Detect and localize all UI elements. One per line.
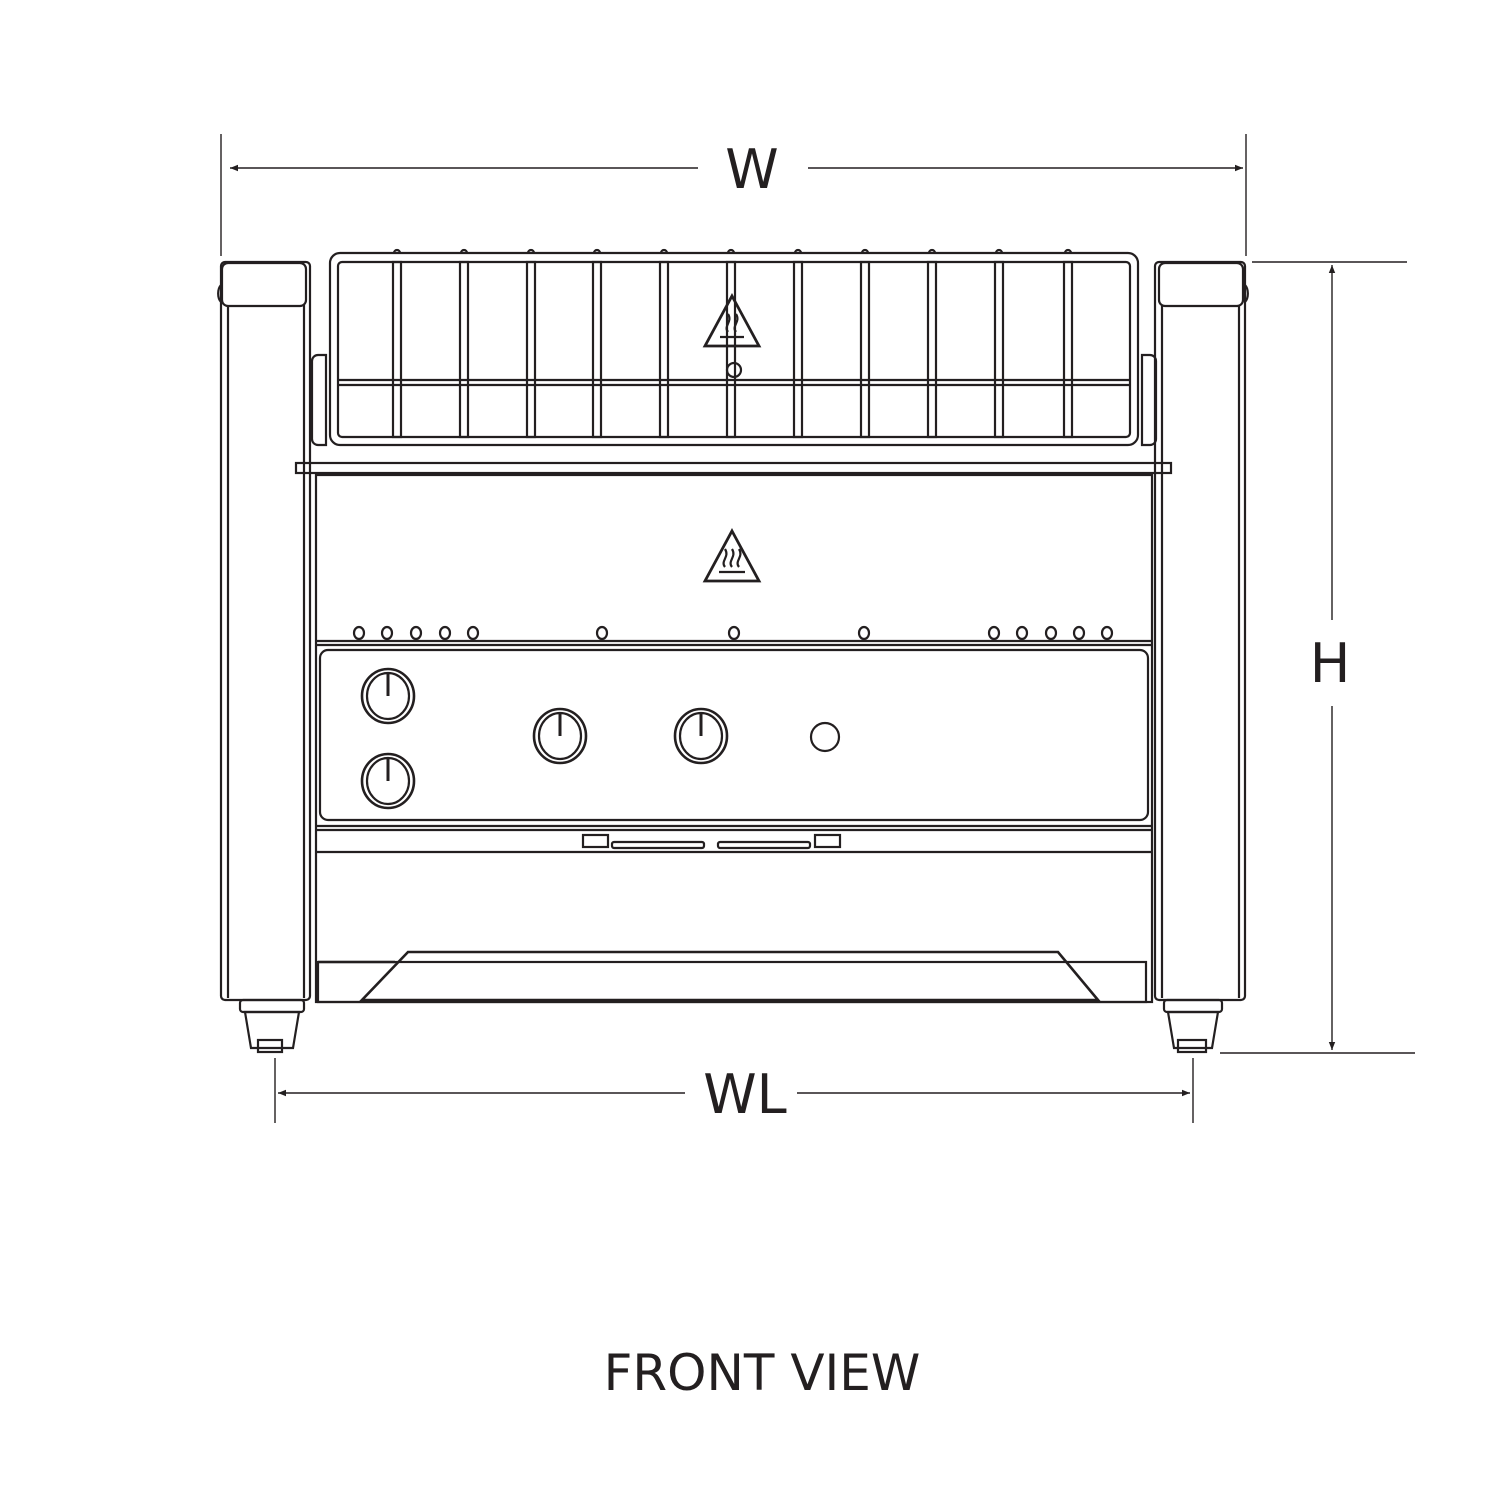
screw-icon bbox=[1015, 625, 1029, 641]
screw-icon bbox=[595, 625, 609, 641]
screw-icon bbox=[727, 625, 741, 641]
left-side-column bbox=[217, 260, 312, 1002]
basket-bar bbox=[1062, 260, 1074, 439]
basket-bar bbox=[525, 260, 537, 439]
width-dimension bbox=[220, 134, 1247, 256]
basket-bar-cap bbox=[659, 248, 669, 254]
basket-bar bbox=[926, 260, 938, 439]
control-knob-icon[interactable] bbox=[360, 752, 416, 810]
basket-bar bbox=[792, 260, 804, 439]
screw-icon bbox=[352, 625, 366, 641]
leg-width-label: WL bbox=[703, 1063, 787, 1126]
basket-bar bbox=[993, 260, 1005, 439]
basket-bar bbox=[859, 260, 871, 439]
right-foot bbox=[1162, 998, 1224, 1054]
screw-icon bbox=[857, 625, 871, 641]
screw-icon bbox=[466, 625, 480, 641]
basket-bar-cap bbox=[793, 248, 803, 254]
basket-bar-cap bbox=[860, 248, 870, 254]
screw-icon bbox=[438, 625, 452, 641]
basket-rail bbox=[294, 461, 1173, 475]
basket-bar bbox=[391, 260, 403, 439]
basket-bar-cap bbox=[927, 248, 937, 254]
screw-icon bbox=[1100, 625, 1114, 641]
basket-bar-cap bbox=[726, 248, 736, 254]
right-side-column bbox=[1153, 260, 1249, 1002]
width-label: W bbox=[725, 138, 779, 201]
height-dimension bbox=[1220, 261, 1415, 1054]
basket-bar-cap bbox=[1063, 248, 1073, 254]
screw-icon bbox=[409, 625, 423, 641]
crumb-tray bbox=[316, 950, 1148, 1004]
control-knob-icon[interactable] bbox=[360, 667, 416, 725]
basket-bar-cap bbox=[459, 248, 469, 254]
screw-icon bbox=[1072, 625, 1086, 641]
leg-width-dimension bbox=[274, 1058, 1194, 1123]
hot-surface-warning-icon bbox=[702, 528, 762, 583]
height-label: H bbox=[1309, 632, 1351, 695]
basket-bar-cap bbox=[592, 248, 602, 254]
control-panel bbox=[316, 648, 1152, 854]
view-title: FRONT VIEW bbox=[603, 1344, 921, 1402]
control-knob-icon[interactable] bbox=[673, 707, 729, 765]
screw-icon bbox=[725, 361, 743, 379]
basket-bar-cap bbox=[526, 248, 536, 254]
screw-icon bbox=[987, 625, 1001, 641]
control-knob-icon[interactable] bbox=[532, 707, 588, 765]
hot-surface-warning-icon bbox=[702, 293, 762, 348]
indicator-light-icon bbox=[809, 721, 841, 753]
left-foot bbox=[238, 998, 306, 1054]
basket-bar bbox=[725, 260, 737, 439]
basket-bar bbox=[591, 260, 603, 439]
conveyor-basket bbox=[310, 248, 1158, 447]
basket-bar bbox=[658, 260, 670, 439]
basket-bar-cap bbox=[994, 248, 1004, 254]
screw-icon bbox=[1044, 625, 1058, 641]
basket-bar bbox=[458, 260, 470, 439]
basket-bar-cap bbox=[392, 248, 402, 254]
screw-icon bbox=[380, 625, 394, 641]
